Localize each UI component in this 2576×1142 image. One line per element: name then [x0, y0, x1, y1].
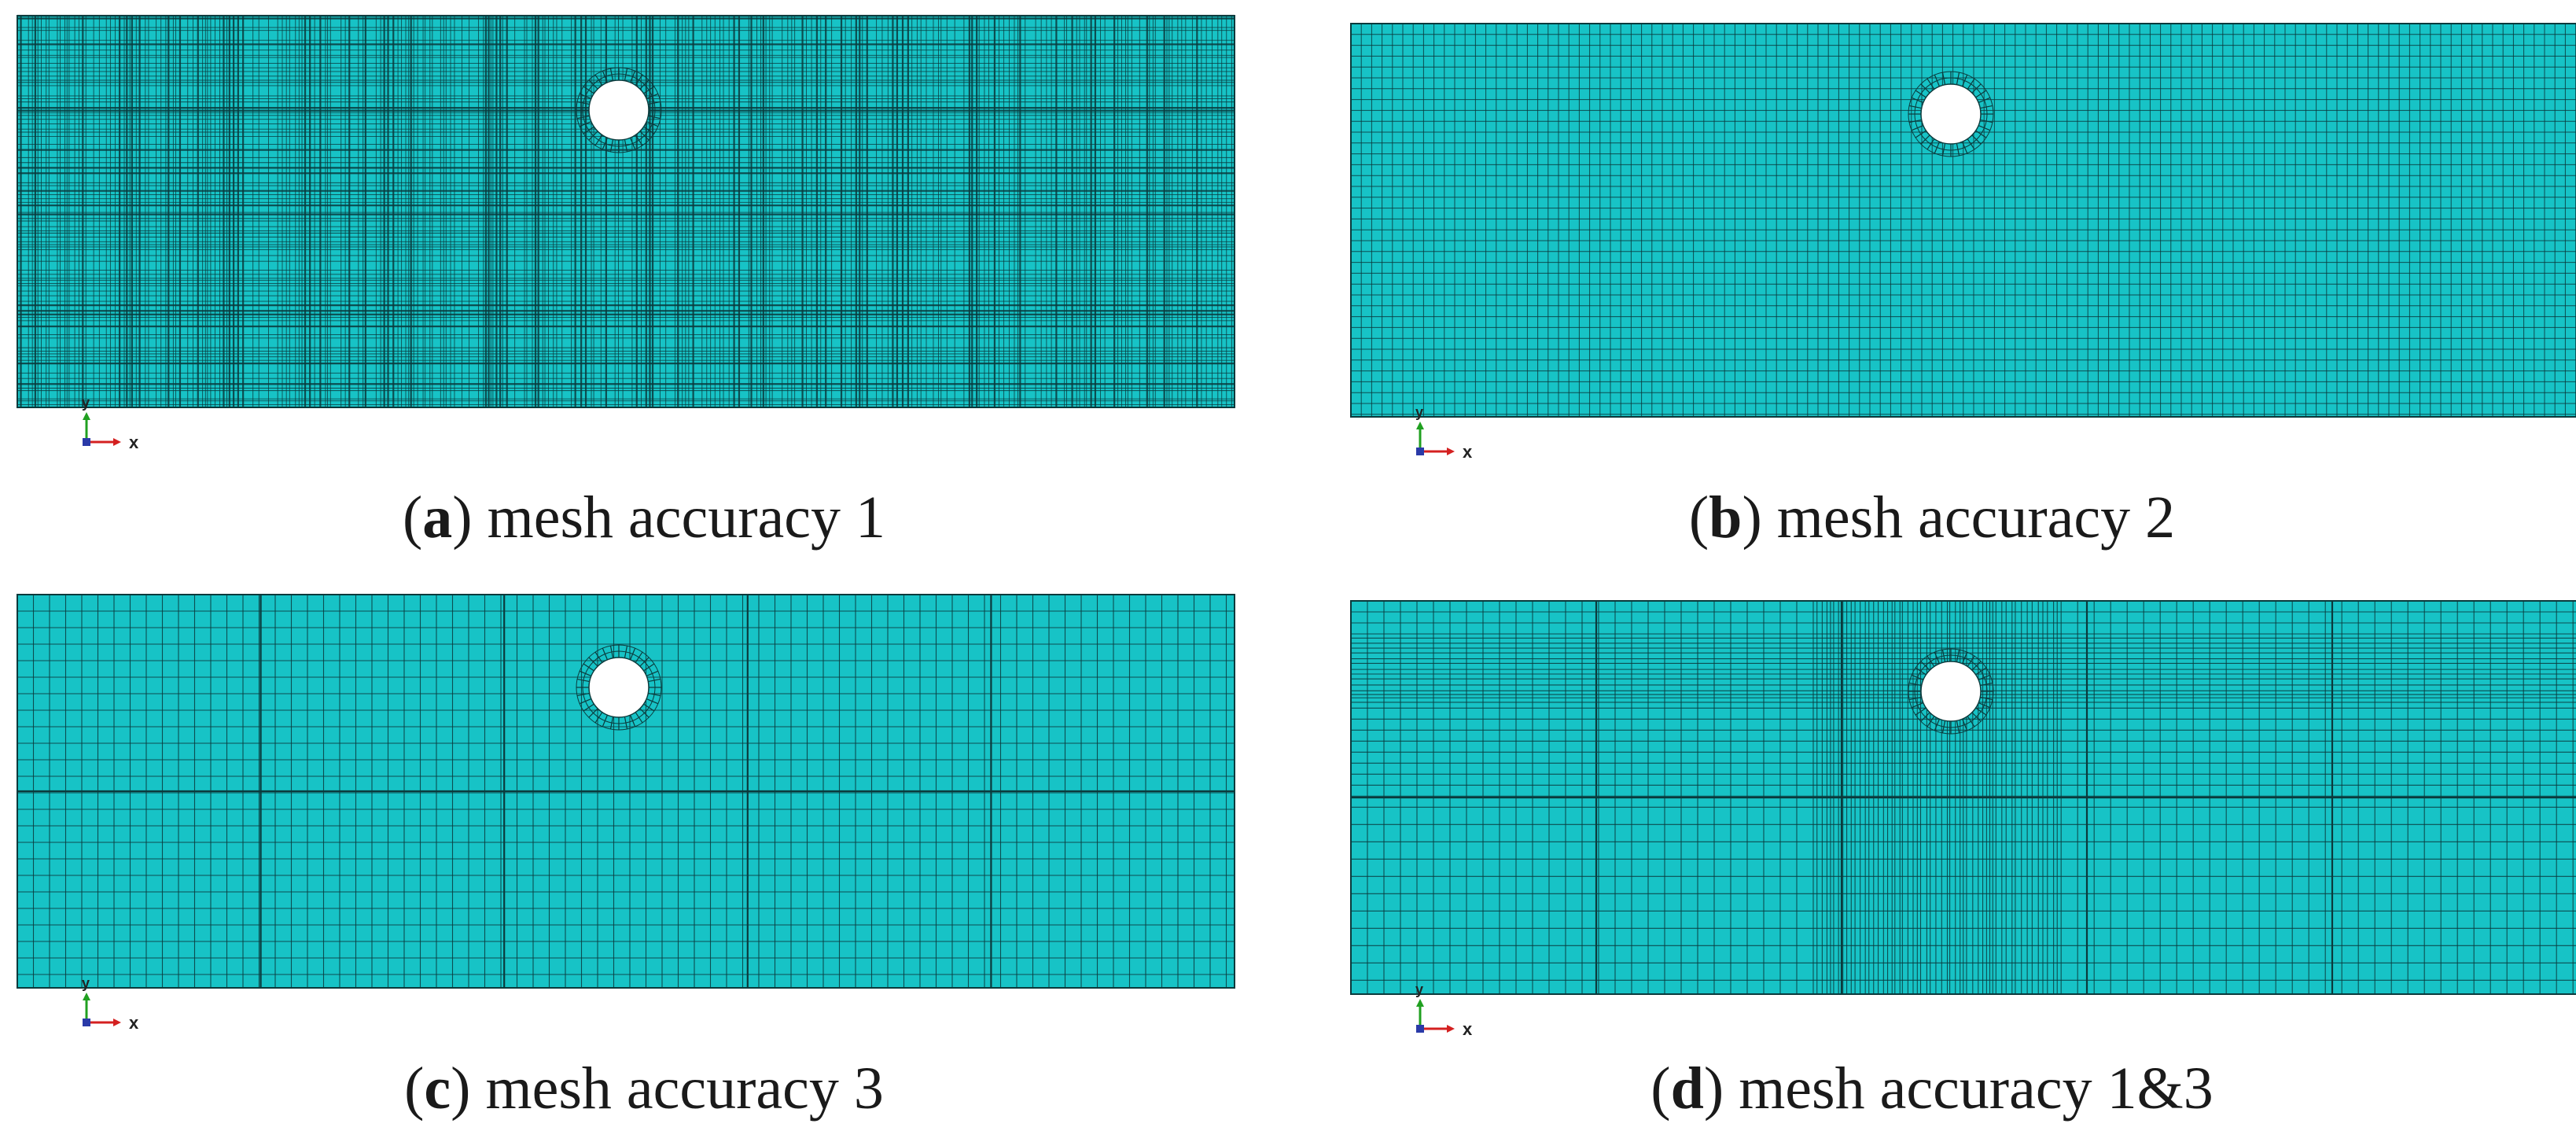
caption-a: (a) mesh accuracy 1 — [402, 484, 886, 551]
caption-letter-c: c — [424, 1055, 451, 1122]
axis-x-label: x — [129, 433, 139, 452]
axis-x-label: x — [129, 1013, 139, 1033]
caption-letter-a: a — [422, 484, 453, 551]
axis-origin — [1416, 1025, 1424, 1033]
caption-b: (b) mesh accuracy 2 — [1688, 484, 2176, 551]
caption-text-c: mesh accuracy 3 — [470, 1055, 884, 1122]
caption-letter-b: b — [1709, 484, 1742, 551]
axis-origin — [1416, 448, 1424, 455]
axis-triad: xy — [82, 975, 139, 1033]
axis-origin — [83, 1019, 90, 1026]
axis-triad: xy — [1415, 982, 1473, 1039]
axis-triad: xy — [82, 395, 139, 452]
mesh-plot-a: xy — [17, 14, 1235, 452]
caption-text-d: mesh accuracy 1&3 — [1724, 1055, 2214, 1122]
caption-d: (d) mesh accuracy 1&3 — [1650, 1055, 2214, 1122]
mesh-plot-d: xy — [1350, 600, 2576, 1039]
hole-ring-mesh — [1908, 648, 1994, 735]
hole-ring-mesh — [576, 67, 662, 153]
hole-ring-mesh — [1908, 71, 1994, 157]
caption-c: (c) mesh accuracy 3 — [404, 1055, 884, 1122]
hole — [1920, 661, 1982, 722]
mesh-plot-b: xy — [1350, 23, 2576, 462]
hole — [588, 657, 650, 718]
mesh-plot-c: xy — [17, 594, 1235, 1033]
axis-y-label: y — [82, 975, 90, 991]
caption-text-a: mesh accuracy 1 — [472, 484, 886, 551]
axis-y-label: y — [1415, 982, 1423, 997]
axis-y-label: y — [82, 395, 90, 411]
caption-text-b: mesh accuracy 2 — [1761, 484, 2176, 551]
hole — [588, 79, 650, 141]
caption-letter-d: d — [1670, 1055, 1704, 1122]
axis-triad: xy — [1415, 404, 1473, 462]
hole — [1920, 83, 1982, 145]
axis-x-label: x — [1463, 1019, 1473, 1039]
axis-x-label: x — [1463, 442, 1473, 462]
axis-y-label: y — [1415, 404, 1423, 420]
axis-origin — [83, 438, 90, 446]
hole-ring-mesh — [576, 644, 662, 731]
mesh-grid — [17, 594, 1235, 988]
